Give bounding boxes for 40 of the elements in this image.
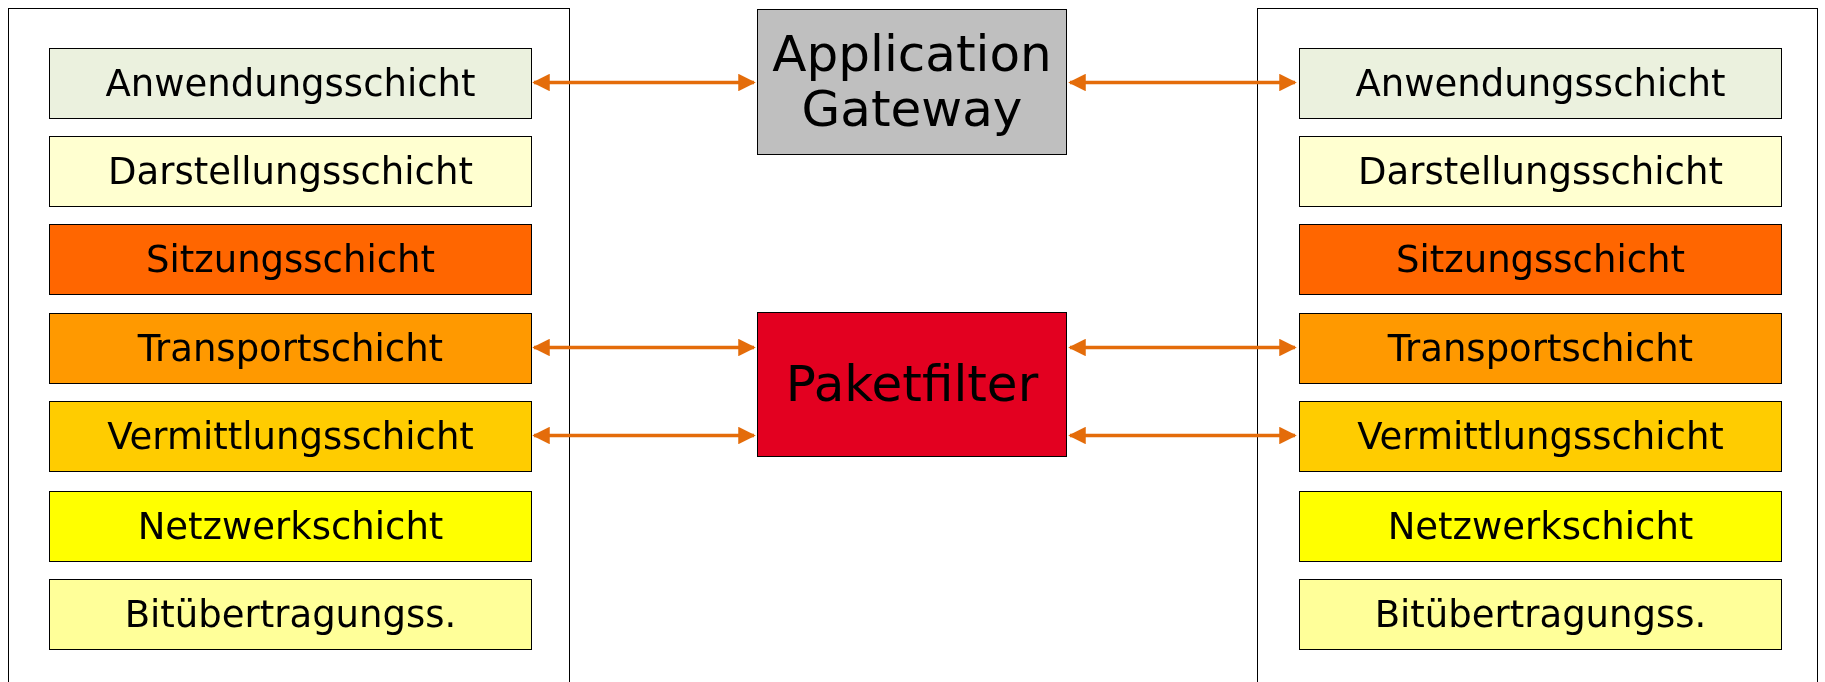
layer-box — [1299, 401, 1782, 472]
device-label: Application Gateway — [771, 27, 1053, 137]
double-arrow — [532, 338, 756, 357]
layer-box — [49, 224, 532, 295]
double-arrow — [1068, 73, 1297, 92]
layer-box — [1299, 224, 1782, 295]
layer-label: Transportschicht — [1387, 327, 1694, 370]
layer-box — [1299, 491, 1782, 562]
layer-label: Darstellungsschicht — [108, 150, 473, 193]
device-box — [757, 312, 1067, 457]
layer-label: Sitzungsschicht — [146, 238, 435, 281]
layer-box — [49, 401, 532, 472]
layer-label: Vermittlungsschicht — [1357, 415, 1724, 458]
double-arrow — [1068, 338, 1297, 357]
layer-box — [49, 579, 532, 650]
layer-box — [1299, 313, 1782, 384]
layer-label: Darstellungsschicht — [1358, 150, 1723, 193]
layer-box — [1299, 48, 1782, 119]
layer-label: Netzwerkschicht — [1387, 505, 1694, 548]
layer-box — [1299, 579, 1782, 650]
layer-label: Anwendungsschicht — [1355, 62, 1726, 105]
layer-box — [1299, 136, 1782, 207]
layer-label: Bitübertragungss. — [1374, 593, 1707, 636]
device-box — [757, 9, 1067, 155]
layer-box — [49, 48, 532, 119]
layer-label: Sitzungsschicht — [1396, 238, 1685, 281]
double-arrow — [1068, 426, 1297, 445]
layer-box — [49, 491, 532, 562]
layer-label: Transportschicht — [137, 327, 444, 370]
layer-label: Anwendungsschicht — [105, 62, 476, 105]
stack-frame — [8, 8, 570, 682]
layer-box — [49, 313, 532, 384]
layer-label: Bitübertragungss. — [124, 593, 457, 636]
double-arrow — [532, 426, 756, 445]
double-arrow — [532, 73, 756, 92]
stack-frame — [1257, 8, 1818, 682]
layer-box — [49, 136, 532, 207]
layer-label: Vermittlungsschicht — [107, 415, 474, 458]
layer-label: Netzwerkschicht — [137, 505, 444, 548]
device-label: Paketfilter — [785, 357, 1039, 412]
